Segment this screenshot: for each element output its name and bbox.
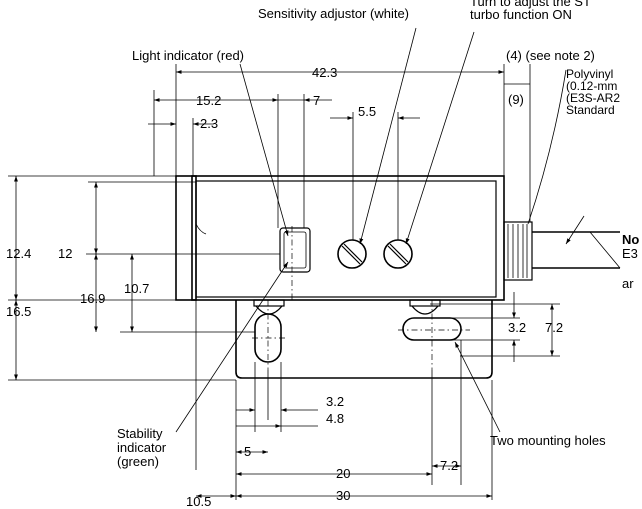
sensitivity-adjustor-label: Sensitivity adjustor (white) bbox=[258, 6, 409, 21]
dim-5: 5 bbox=[244, 444, 251, 459]
mounting-holes-label: Two mounting holes bbox=[490, 433, 606, 448]
dim-10-5: 10.5 bbox=[186, 494, 211, 509]
dim-overall-length: 42.3 bbox=[312, 65, 337, 80]
dim-7-2-right: 7.2 bbox=[545, 320, 563, 335]
center-lines bbox=[252, 226, 470, 370]
cable-label-line1: Polyvinyl bbox=[566, 67, 613, 81]
sensitivity-adjustor-2 bbox=[383, 239, 413, 269]
mounting-bracket bbox=[235, 299, 493, 379]
note-reference-label: (4) (see note 2) bbox=[506, 48, 595, 63]
note-text-e3: E3 bbox=[622, 246, 638, 261]
dim-20: 20 bbox=[336, 466, 350, 481]
dim-10-7: 10.7 bbox=[124, 281, 149, 296]
sensitivity-adjustor-1 bbox=[337, 239, 367, 269]
dimension-lines bbox=[14, 70, 554, 498]
cable-label-line3: (E3S-AR2 bbox=[566, 91, 620, 105]
sensor-body bbox=[175, 175, 621, 301]
indicator-window bbox=[279, 227, 311, 273]
turbo-label-line1: Turn to adjust the ST bbox=[470, 0, 591, 9]
dim-7: 7 bbox=[313, 93, 320, 108]
dim-3-2-bottom: 3.2 bbox=[326, 394, 344, 409]
dim-16-9: 16.9 bbox=[80, 291, 105, 306]
light-indicator-label: Light indicator (red) bbox=[132, 48, 244, 63]
dim-30: 30 bbox=[336, 488, 350, 503]
cable-label-line4: Standard bbox=[566, 103, 615, 117]
dim-5-5: 5.5 bbox=[358, 104, 376, 119]
dim-12: 12 bbox=[58, 246, 72, 261]
leader-lines bbox=[175, 27, 585, 433]
dim-7-2-bottom: 7.2 bbox=[440, 458, 458, 473]
extension-lines bbox=[8, 64, 560, 500]
dim-9: (9) bbox=[508, 92, 524, 107]
dim-2-3: 2.3 bbox=[200, 116, 218, 131]
dim-4-8: 4.8 bbox=[326, 411, 344, 426]
stability-indicator-label-line3: (green) bbox=[117, 454, 159, 469]
dim-16-5: 16.5 bbox=[6, 304, 31, 319]
cable-label-line2: (0.12-mm bbox=[566, 79, 617, 93]
stability-indicator-label-line2: indicator bbox=[117, 440, 167, 455]
dim-12-4: 12.4 bbox=[6, 246, 31, 261]
dim-15-2: 15.2 bbox=[196, 93, 221, 108]
dim-3-2-right: 3.2 bbox=[508, 320, 526, 335]
turbo-label-line2: turbo function ON bbox=[470, 7, 572, 22]
note-heading: No bbox=[622, 232, 639, 247]
stability-indicator-label-line1: Stability bbox=[117, 426, 163, 441]
note-text-ar: ar bbox=[622, 276, 634, 291]
